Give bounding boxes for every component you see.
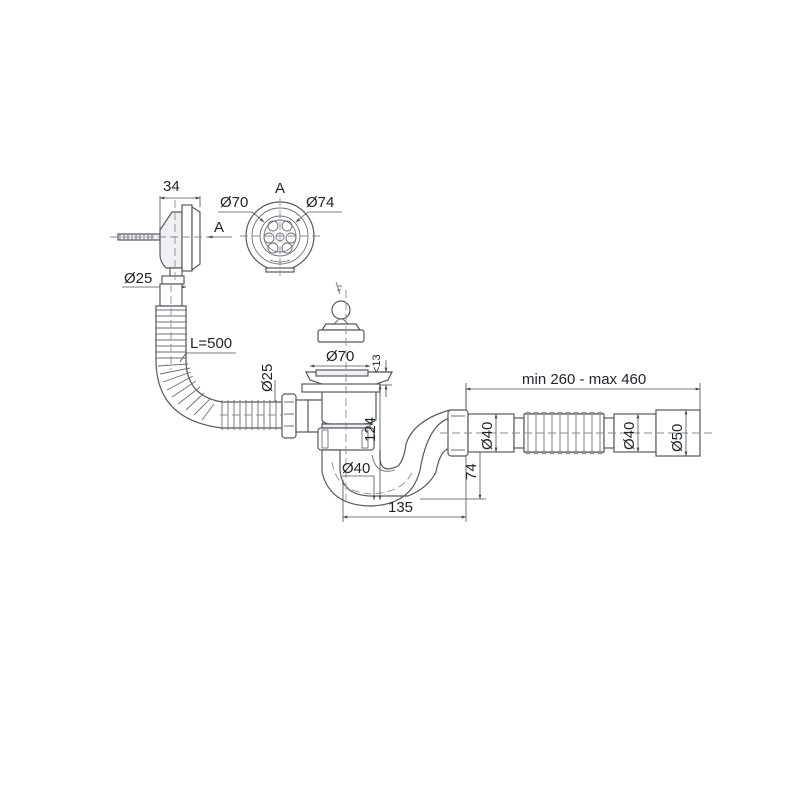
view-arrow-label: A — [214, 219, 224, 236]
view-a-front: A Ø70 Ø74 — [218, 180, 342, 276]
dimension-hose-connection-diameter: Ø25 — [259, 364, 276, 402]
trap-diameter-label: Ø40 — [342, 460, 370, 477]
trap-offset-label: 74 — [463, 463, 480, 480]
flexible-overflow-hose — [155, 283, 300, 430]
dimension-hose-length: L=500 — [179, 335, 236, 363]
trap-width-label: 135 — [388, 499, 413, 516]
overflow-diameter-label: Ø25 — [124, 270, 152, 287]
flange-height-label: <13 — [371, 354, 383, 373]
view-a-outer-diameter-label: Ø74 — [306, 194, 334, 211]
outlet-end-diameter-label: Ø50 — [669, 424, 686, 452]
overflow-width-label: 34 — [163, 178, 180, 195]
drain-height-label: 124 — [362, 417, 379, 442]
view-a-inner-diameter-label: Ø70 — [220, 194, 248, 211]
overflow-fitting — [110, 200, 215, 300]
dimension-trap-diameter: Ø40 — [342, 460, 376, 501]
dimension-flange-height: <13 — [371, 354, 392, 397]
outlet-mid-diameter-label: Ø40 — [621, 422, 638, 450]
dimension-outlet-length: min 260 - max 460 — [465, 371, 701, 410]
outlet-pipe — [440, 409, 712, 457]
dimension-outlet-inlet-diameter: Ø40 — [479, 413, 498, 453]
dimension-drain-height: 124 — [362, 384, 382, 501]
outlet-inlet-diameter-label: Ø40 — [479, 422, 496, 450]
hose-length-label: L=500 — [190, 335, 232, 352]
outlet-length-label: min 260 - max 460 — [522, 371, 646, 388]
dimension-outlet-end-diameter: Ø50 — [669, 409, 688, 457]
view-a-title: A — [275, 180, 285, 197]
dimension-34: 34 — [159, 178, 201, 230]
hose-connection-diameter-label: Ø25 — [259, 364, 276, 392]
plug-and-chain-icon — [317, 281, 365, 343]
dimension-trap-offset: 74 — [420, 432, 486, 500]
dimension-plug-diameter: Ø70 — [309, 348, 371, 368]
drain-assembly — [281, 281, 451, 507]
dimension-outlet-mid-diameter: Ø40 — [621, 413, 640, 453]
view-arrow-a: A — [207, 219, 232, 239]
plug-diameter-label: Ø70 — [326, 348, 354, 365]
